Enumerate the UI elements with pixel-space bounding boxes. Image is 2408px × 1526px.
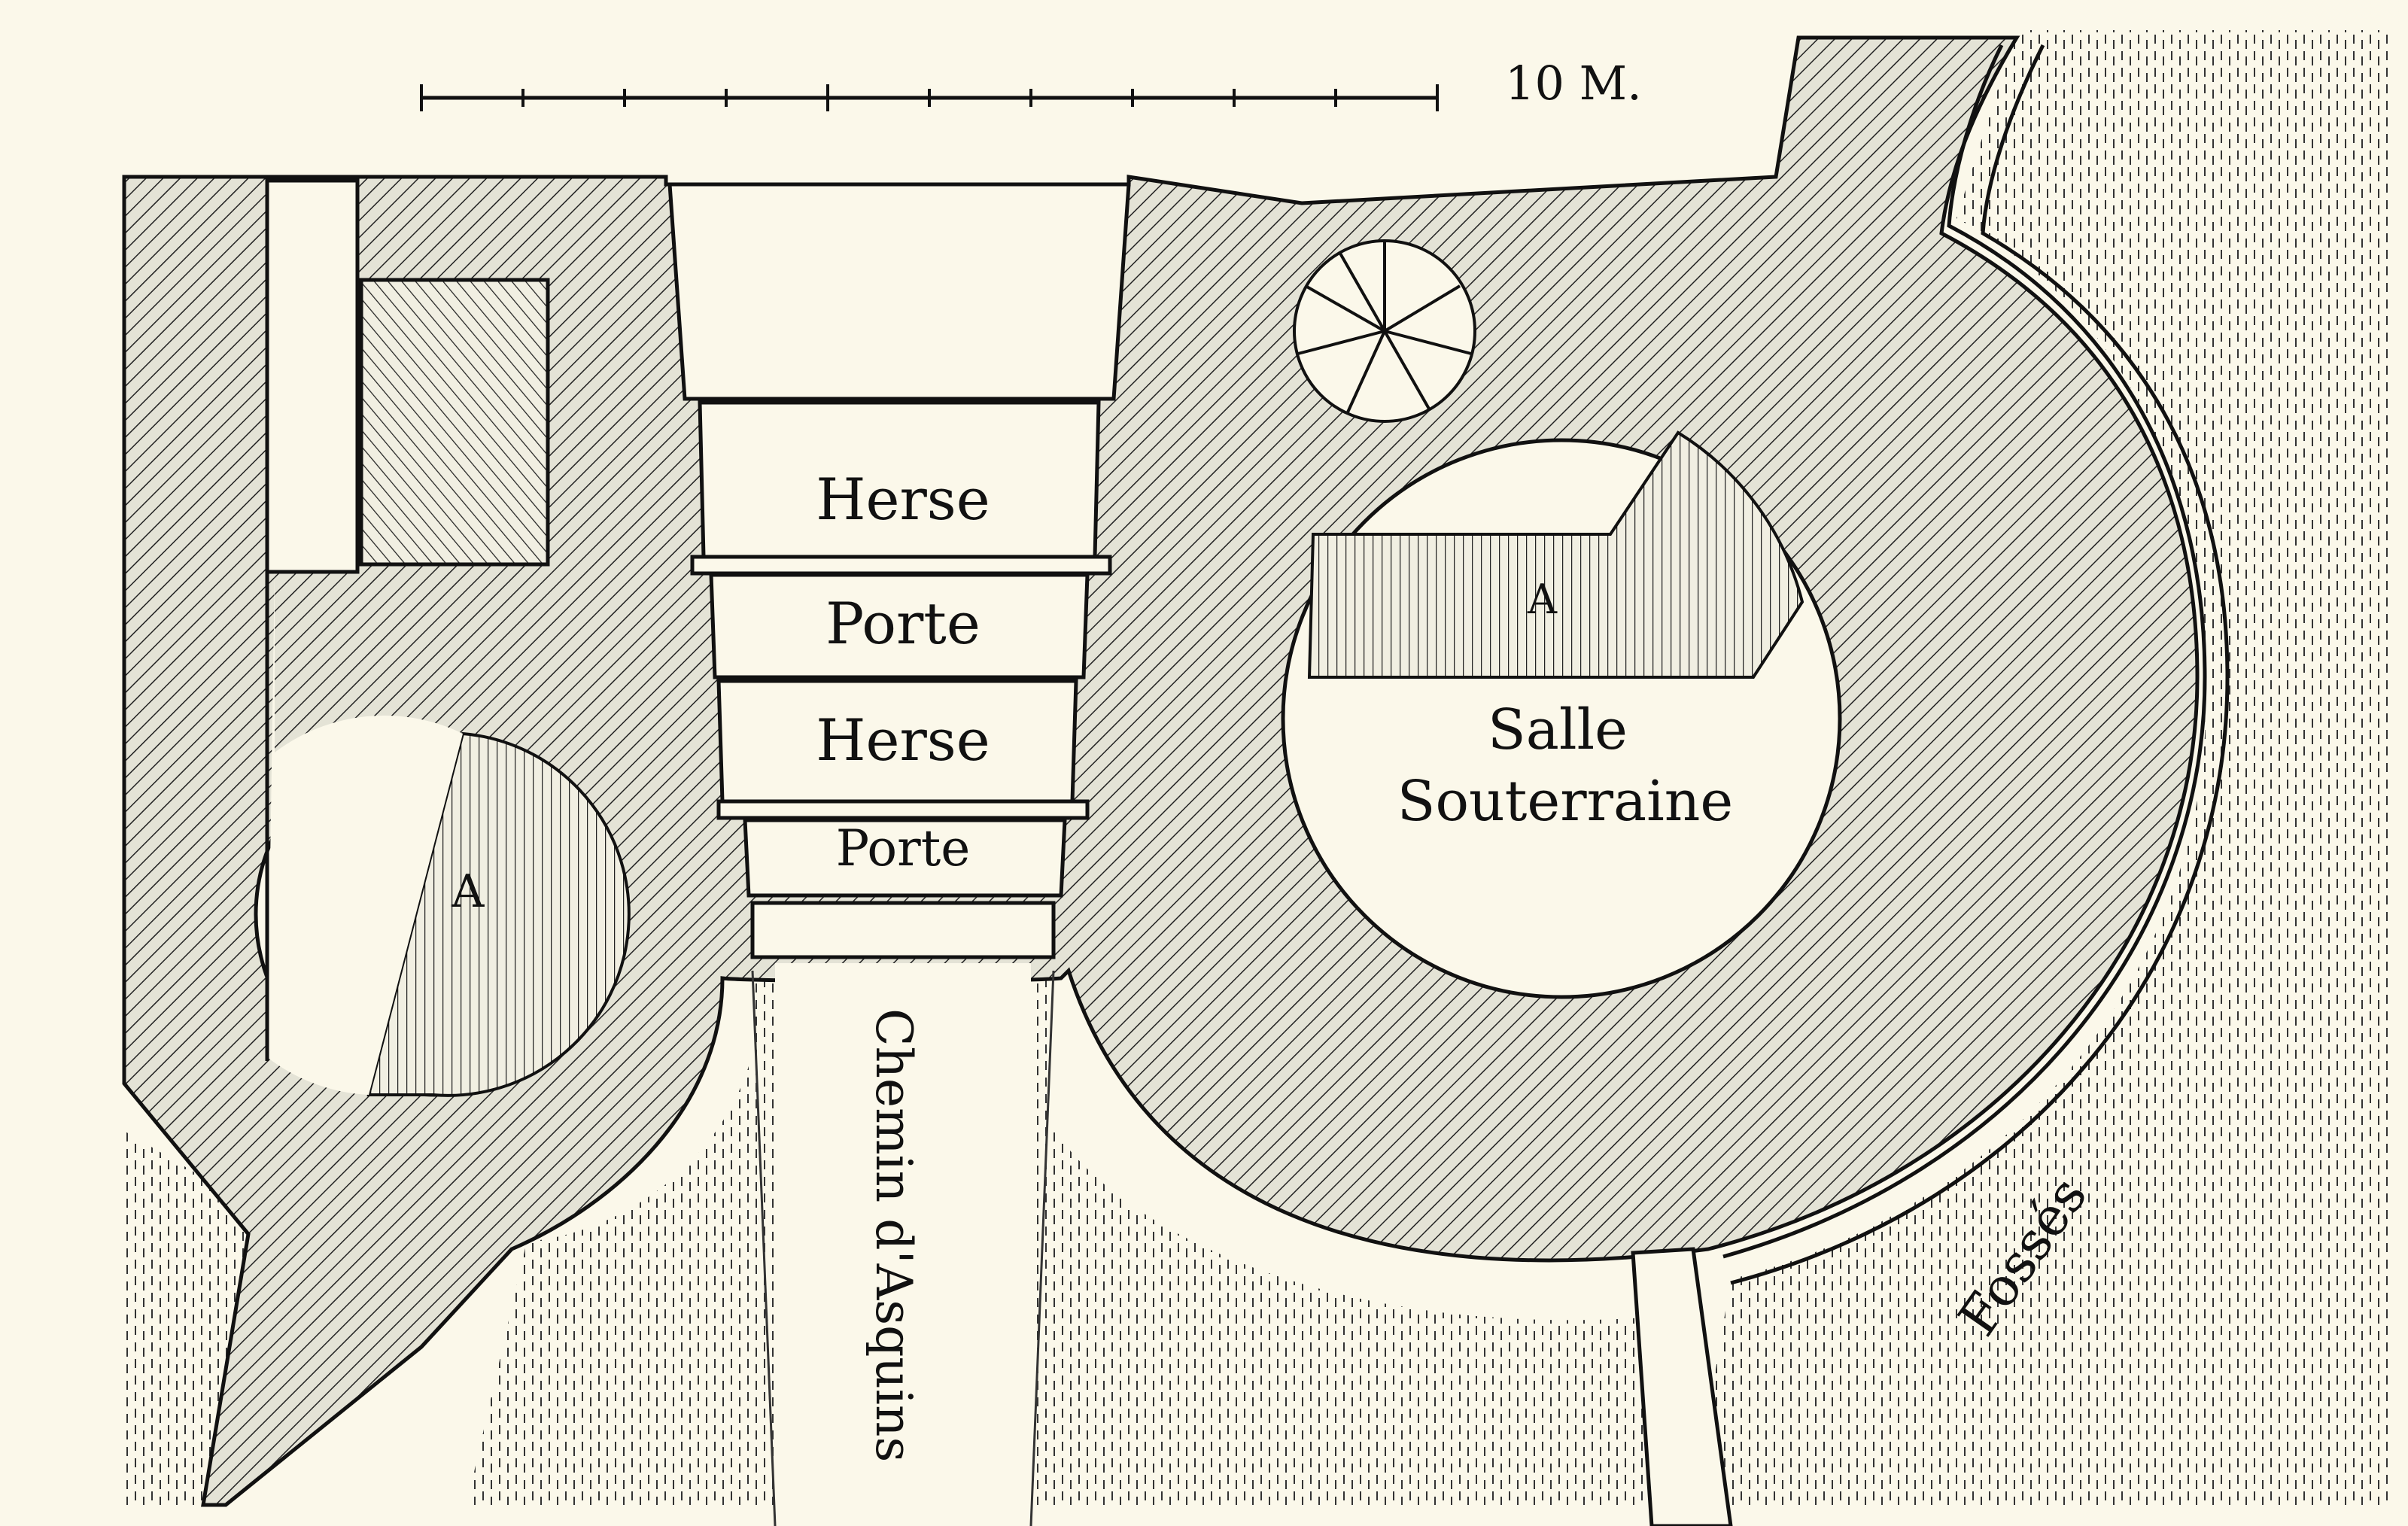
scale-label: 10 M. xyxy=(1505,56,1642,111)
gate-label-3: Herse xyxy=(816,707,990,774)
gate-room-4 xyxy=(743,818,1067,898)
marker-a-left: A xyxy=(451,865,485,918)
hall-label-1: Salle xyxy=(1488,698,1628,762)
gate-label-4: Porte xyxy=(836,819,971,877)
gate-exit xyxy=(750,901,1056,959)
gate-room-2 xyxy=(709,573,1090,679)
ditch-edge xyxy=(1722,44,2207,1259)
underground-hall: A Salle Souterraine xyxy=(1281,430,1842,999)
road xyxy=(775,963,1031,1526)
left-tower-cell: A xyxy=(254,572,631,1097)
road-label: Chemin d'Asquins xyxy=(865,1008,923,1462)
gate-outer-bay xyxy=(667,182,1131,401)
gate-label-1: Herse xyxy=(816,466,990,533)
drain-channel xyxy=(1631,1247,1733,1526)
gate-passage xyxy=(667,182,1131,959)
ditch-hatching xyxy=(1693,30,2393,1505)
scale-bar: 10 M. xyxy=(420,56,1642,111)
spiral-staircase xyxy=(1293,239,1476,423)
marker-a-right: A xyxy=(1527,576,1558,623)
gate-slot-2 xyxy=(716,799,1090,820)
gate-slot-1 xyxy=(690,555,1112,576)
left-shaft xyxy=(265,178,360,574)
gate-labels: Herse Porte Herse Porte xyxy=(816,466,990,877)
masonry-walls xyxy=(122,35,2200,1507)
left-chamber xyxy=(359,278,550,567)
hall-label-2: Souterraine xyxy=(1397,769,1733,834)
gate-label-2: Porte xyxy=(825,590,981,657)
